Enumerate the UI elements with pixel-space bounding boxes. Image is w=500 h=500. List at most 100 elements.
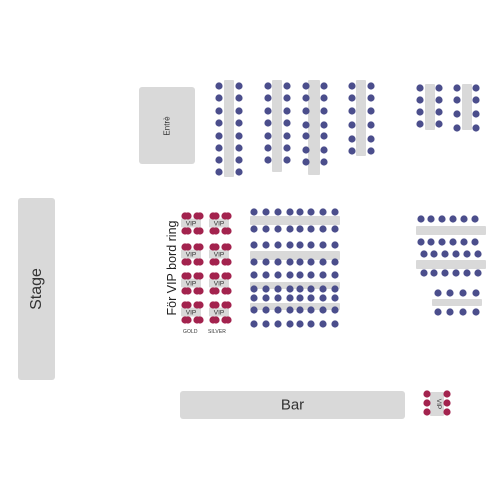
seat[interactable]	[331, 306, 339, 314]
seat[interactable]	[430, 250, 438, 258]
vip-seat[interactable]	[224, 227, 232, 235]
seat[interactable]	[286, 208, 294, 216]
seat[interactable]	[250, 294, 258, 302]
seat[interactable]	[453, 84, 461, 92]
seat[interactable]	[235, 119, 243, 127]
seat[interactable]	[283, 94, 291, 102]
seat[interactable]	[367, 94, 375, 102]
seat[interactable]	[250, 320, 258, 328]
vip-seat[interactable]	[196, 287, 204, 295]
seat[interactable]	[307, 306, 315, 314]
seat[interactable]	[417, 215, 425, 223]
vip-seat[interactable]	[443, 399, 451, 407]
seat[interactable]	[472, 110, 480, 118]
vip-seat[interactable]	[224, 301, 232, 309]
vip-seat[interactable]	[184, 212, 192, 220]
seat[interactable]	[320, 82, 328, 90]
seat[interactable]	[331, 294, 339, 302]
seat[interactable]	[215, 132, 223, 140]
seat[interactable]	[435, 84, 443, 92]
seat[interactable]	[331, 241, 339, 249]
seat[interactable]	[286, 306, 294, 314]
seat[interactable]	[452, 250, 460, 258]
seat[interactable]	[319, 320, 327, 328]
seat[interactable]	[307, 241, 315, 249]
seat[interactable]	[296, 271, 304, 279]
vip-seat[interactable]	[184, 272, 192, 280]
seat[interactable]	[296, 320, 304, 328]
seat[interactable]	[274, 294, 282, 302]
seat[interactable]	[435, 96, 443, 104]
seat[interactable]	[235, 168, 243, 176]
seat[interactable]	[320, 158, 328, 166]
seat[interactable]	[420, 269, 428, 277]
seat[interactable]	[438, 215, 446, 223]
seat[interactable]	[274, 320, 282, 328]
seat[interactable]	[250, 241, 258, 249]
vip-seat[interactable]	[196, 243, 204, 251]
seat[interactable]	[307, 320, 315, 328]
seat[interactable]	[274, 225, 282, 233]
seat[interactable]	[262, 258, 270, 266]
seat[interactable]	[274, 241, 282, 249]
seat[interactable]	[331, 320, 339, 328]
seat[interactable]	[348, 135, 356, 143]
seat[interactable]	[264, 82, 272, 90]
vip-seat[interactable]	[212, 212, 220, 220]
seat[interactable]	[441, 269, 449, 277]
seat[interactable]	[296, 258, 304, 266]
seat[interactable]	[416, 108, 424, 116]
seat[interactable]	[283, 119, 291, 127]
seat[interactable]	[331, 285, 339, 293]
seat[interactable]	[283, 82, 291, 90]
seat[interactable]	[320, 94, 328, 102]
seat[interactable]	[215, 168, 223, 176]
seat[interactable]	[471, 215, 479, 223]
vip-seat[interactable]	[184, 301, 192, 309]
seat[interactable]	[235, 132, 243, 140]
seat[interactable]	[262, 306, 270, 314]
vip-seat[interactable]	[224, 243, 232, 251]
seat[interactable]	[472, 289, 480, 297]
seat[interactable]	[307, 294, 315, 302]
seat[interactable]	[474, 269, 482, 277]
seat[interactable]	[472, 84, 480, 92]
seat[interactable]	[430, 269, 438, 277]
vip-seat[interactable]	[224, 316, 232, 324]
seat[interactable]	[453, 110, 461, 118]
seat[interactable]	[434, 289, 442, 297]
seat[interactable]	[296, 241, 304, 249]
seat[interactable]	[302, 82, 310, 90]
seat[interactable]	[463, 269, 471, 277]
seat[interactable]	[319, 225, 327, 233]
seat[interactable]	[215, 144, 223, 152]
seat[interactable]	[286, 271, 294, 279]
seat[interactable]	[215, 94, 223, 102]
seat[interactable]	[416, 120, 424, 128]
seat[interactable]	[453, 96, 461, 104]
seat[interactable]	[453, 124, 461, 132]
vip-seat[interactable]	[443, 408, 451, 416]
vip-seat[interactable]	[212, 243, 220, 251]
seat[interactable]	[262, 225, 270, 233]
seat[interactable]	[235, 94, 243, 102]
seat[interactable]	[320, 121, 328, 129]
seat[interactable]	[446, 308, 454, 316]
seat[interactable]	[434, 308, 442, 316]
seat[interactable]	[472, 308, 480, 316]
vip-seat[interactable]	[196, 227, 204, 235]
seat[interactable]	[459, 289, 467, 297]
seat[interactable]	[283, 156, 291, 164]
seat[interactable]	[472, 96, 480, 104]
seat[interactable]	[302, 158, 310, 166]
seat[interactable]	[264, 119, 272, 127]
seat[interactable]	[264, 132, 272, 140]
seat[interactable]	[307, 285, 315, 293]
seat[interactable]	[441, 250, 449, 258]
vip-seat[interactable]	[212, 272, 220, 280]
seat[interactable]	[215, 156, 223, 164]
seat[interactable]	[320, 132, 328, 140]
vip-seat[interactable]	[184, 287, 192, 295]
seat[interactable]	[416, 84, 424, 92]
seat[interactable]	[319, 285, 327, 293]
